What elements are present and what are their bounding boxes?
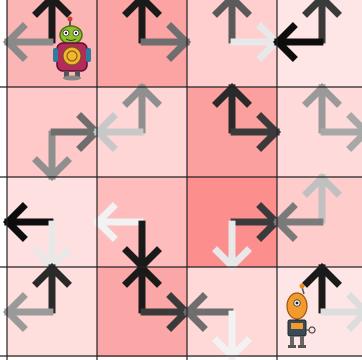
game-board [0, 0, 362, 360]
